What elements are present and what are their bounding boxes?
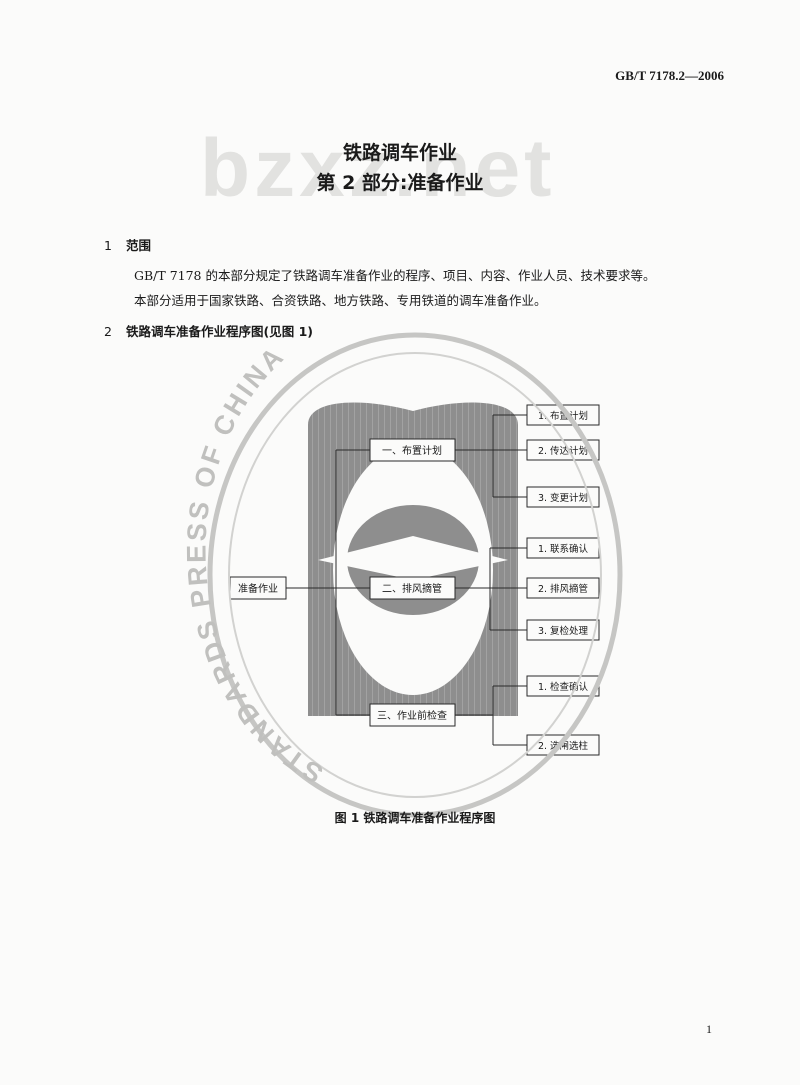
section-1-paragraph-2: 本部分适用于国家铁路、合资铁路、地方铁路、专用铁道的调车准备作业。: [134, 293, 547, 308]
item-node-label: 3. 复检处理: [538, 625, 589, 637]
item-node-label: 1. 布置计划: [538, 410, 588, 422]
connector-lines: [286, 414, 527, 746]
section-2-heading: 2 铁路调车准备作业程序图(见图 1): [104, 321, 313, 340]
root-node-label: 准备作业: [238, 582, 278, 595]
watermark: bzxz.net: [200, 123, 556, 214]
section-title: 铁路调车准备作业程序图(见图 1): [126, 324, 313, 339]
item-node-label: 2. 传达计划: [538, 445, 588, 457]
group-node-label: 一、布置计划: [382, 444, 442, 457]
item-node: 1. 布置计划: [526, 404, 600, 426]
group-node-1: 一、布置计划: [369, 438, 456, 462]
item-node-label: 2. 选闸选柱: [538, 740, 589, 752]
group-node-label: 二、排风摘管: [382, 582, 442, 595]
figure-caption: 图 1 铁路调车准备作业程序图: [334, 811, 496, 825]
section-number: 2: [104, 324, 112, 339]
section-1-heading: 1 范围: [104, 235, 151, 254]
item-node: 2. 排风摘管: [526, 577, 600, 599]
item-node: 3. 复检处理: [526, 619, 600, 641]
item-node-label: 1. 联系确认: [538, 543, 589, 555]
stamp-text: STANDARDS PRESS OF CHINA: [181, 340, 324, 789]
item-node: 3. 变更计划: [526, 486, 600, 508]
item-node-label: 2. 排风摘管: [538, 583, 588, 595]
group-node-label: 三、作业前检查: [377, 709, 447, 722]
document-subtitle: 第 2 部分:准备作业: [316, 172, 484, 194]
group-node-2: 二、排风摘管: [369, 576, 456, 600]
item-node: 2. 选闸选柱: [526, 734, 600, 756]
item-node-label: 1. 检查确认: [538, 681, 589, 693]
item-node: 1. 联系确认: [526, 537, 600, 559]
group-node-3: 三、作业前检查: [369, 703, 456, 727]
item-node: 2. 传达计划: [526, 439, 600, 461]
section-number: 1: [104, 238, 112, 253]
section-1-paragraph-1: GB/T 7178 的本部分规定了铁路调车准备作业的程序、项目、内容、作业人员、…: [134, 268, 656, 283]
standard-code: GB/T 7178.2—2006: [615, 68, 724, 83]
page-number: 1: [706, 1022, 712, 1036]
section-title: 范围: [126, 238, 152, 253]
item-node-label: 3. 变更计划: [538, 492, 588, 504]
svg-text:STANDARDS PRESS OF CHINA: STANDARDS PRESS OF CHINA: [181, 340, 327, 789]
item-node: 1. 检查确认: [526, 675, 600, 697]
document-title: 铁路调车作业: [342, 142, 457, 164]
